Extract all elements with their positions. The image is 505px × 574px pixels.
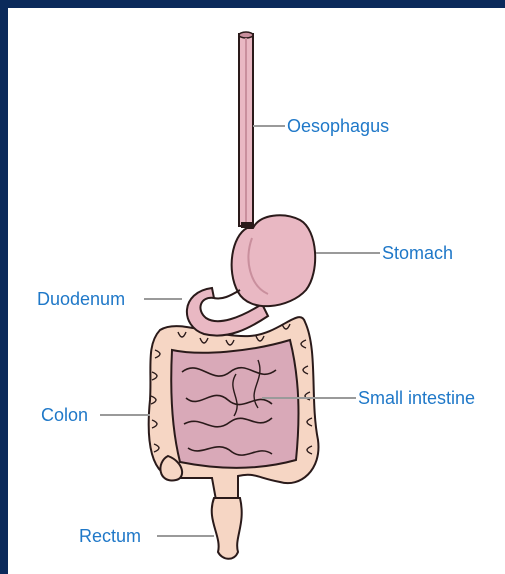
small-intestine	[171, 340, 298, 468]
oesophagus	[239, 32, 253, 228]
label-rectum: Rectum	[79, 526, 141, 546]
stomach	[214, 215, 315, 306]
label-stomach: Stomach	[382, 243, 453, 263]
rectum	[212, 498, 242, 559]
label-duodenum: Duodenum	[37, 289, 125, 309]
label-colon: Colon	[41, 405, 88, 425]
label-small-intestine: Small intestine	[358, 388, 475, 408]
label-oesophagus: Oesophagus	[287, 116, 389, 136]
